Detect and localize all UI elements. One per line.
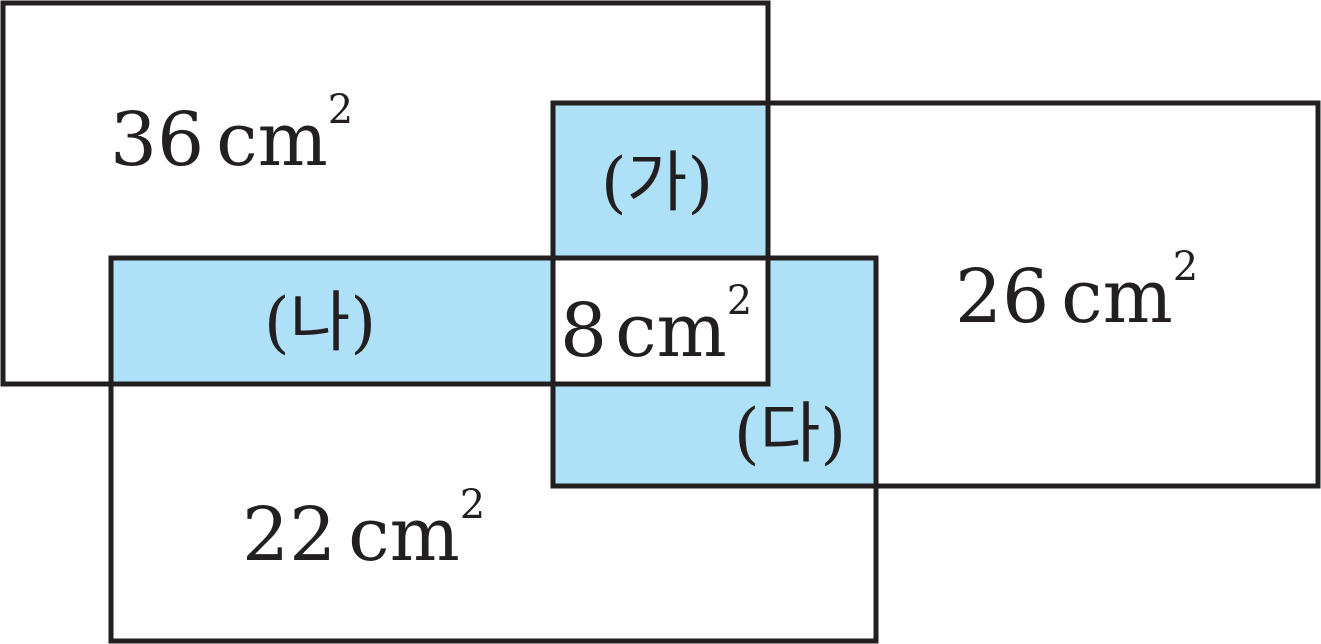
area-unit-right: cm	[1061, 254, 1173, 340]
region-label-ga: (가)	[601, 144, 713, 221]
area-value-bottom: 22	[242, 492, 336, 578]
region-label-da: (다)	[734, 395, 846, 472]
region-na-fill	[111, 258, 553, 384]
area-value-center: 8	[560, 288, 607, 374]
area-unit-top-left: cm	[216, 97, 328, 183]
area-exponent-bottom: 2	[460, 482, 485, 528]
region-label-na: (나)	[264, 284, 376, 361]
area-exponent-right: 2	[1173, 244, 1198, 290]
right-rectangle	[550, 100, 1321, 489]
area-unit-bottom: cm	[348, 492, 460, 578]
region-da-fill-bottom	[553, 384, 768, 486]
region-ga-fill	[553, 103, 768, 258]
area-exponent-top-left: 2	[328, 87, 353, 133]
bottom-rectangle	[108, 255, 879, 644]
area-value-right: 26	[955, 254, 1049, 340]
region-da-fill-right	[768, 258, 876, 486]
area-value-top-left: 36	[110, 97, 204, 183]
top-left-rectangle	[0, 0, 771, 387]
area-exponent-center: 2	[727, 278, 752, 324]
area-unit-center: cm	[615, 288, 727, 374]
